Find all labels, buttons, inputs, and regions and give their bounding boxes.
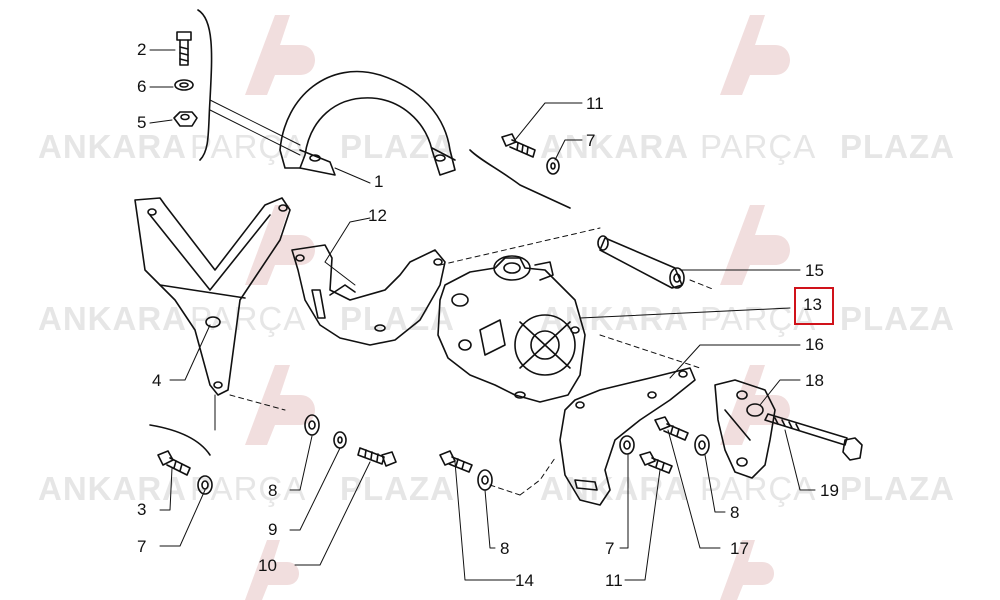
callout-10: 10 bbox=[258, 556, 277, 575]
part-11-bolt bbox=[501, 133, 536, 158]
watermark-logo-icon bbox=[245, 540, 299, 600]
watermark-logo-icon bbox=[245, 365, 315, 445]
part-4-washer bbox=[174, 79, 194, 91]
watermark-word: PLAZA bbox=[340, 300, 455, 337]
callout-4: 6 bbox=[137, 77, 147, 96]
part-7-washer bbox=[546, 157, 560, 175]
watermark-word: PARÇA bbox=[700, 300, 817, 337]
part-11b-bolt bbox=[639, 451, 673, 474]
watermark-logo-icon bbox=[245, 15, 315, 95]
part-13-pump bbox=[437, 255, 586, 403]
highlight-box bbox=[794, 287, 834, 325]
part-18-bracket bbox=[714, 379, 776, 479]
group-bracket-line bbox=[489, 484, 521, 496]
leader-line bbox=[209, 109, 301, 156]
callout-15: 15 bbox=[805, 261, 824, 280]
part-5-bracket bbox=[134, 197, 291, 396]
group-bracket-line bbox=[689, 279, 716, 291]
group-bracket-line bbox=[439, 227, 601, 266]
group-bracket-line bbox=[469, 149, 571, 209]
callout-7: 7 bbox=[137, 537, 147, 556]
callout-8: 8 bbox=[730, 503, 740, 522]
part-3-nut bbox=[173, 111, 198, 127]
part-8-washer bbox=[694, 434, 710, 456]
part-16-bracket bbox=[559, 367, 696, 506]
callout-2: 2 bbox=[137, 40, 147, 59]
callout-12: 12 bbox=[368, 206, 387, 225]
watermark-word: ANKARA bbox=[38, 128, 187, 165]
part-10-bolt bbox=[357, 447, 397, 467]
callout-13: 13 bbox=[803, 295, 822, 314]
leader-lines bbox=[149, 49, 816, 581]
watermark-word: ANKARA bbox=[540, 470, 689, 507]
callout-5: 4 bbox=[152, 371, 162, 390]
leader-line bbox=[209, 99, 301, 146]
callout-11: 11 bbox=[605, 571, 623, 590]
watermark-row: ANKARA PARÇA PLAZA ANKARA PARÇA PLAZA bbox=[0, 470, 1000, 510]
group-bracket-line bbox=[229, 394, 286, 411]
watermark-row: ANKARA PARÇA PLAZA ANKARA PARÇA PLAZA bbox=[0, 128, 1000, 168]
part-2-bolt bbox=[176, 31, 192, 66]
watermark-word: ANKARA bbox=[540, 128, 689, 165]
watermark-word: ANKARA bbox=[38, 300, 187, 337]
part-14-bolt bbox=[439, 450, 473, 473]
watermark-row: ANKARA PARÇA PLAZA ANKARA PARÇA PLAZA bbox=[0, 300, 1000, 340]
part-15-rod bbox=[597, 235, 685, 289]
part-12-bracket bbox=[291, 244, 446, 346]
callout-8: 8 bbox=[268, 481, 278, 500]
callout-14: 14 bbox=[515, 571, 534, 590]
callout-18: 18 bbox=[805, 371, 824, 390]
part-9-washer bbox=[333, 431, 347, 449]
watermark-word: PLAZA bbox=[840, 470, 955, 507]
callout-19: 19 bbox=[820, 481, 839, 500]
part-8-washer bbox=[304, 414, 320, 436]
callout-3: 5 bbox=[137, 113, 147, 132]
callout-7: 7 bbox=[605, 539, 615, 558]
group-bracket-line bbox=[197, 9, 213, 161]
part-7-washer bbox=[197, 475, 213, 495]
callout-17: 17 bbox=[730, 539, 749, 558]
callout-16: 16 bbox=[805, 335, 824, 354]
watermark-word: PARÇA bbox=[190, 470, 307, 507]
callout-11: 11 bbox=[586, 94, 604, 113]
watermark-word: PARÇA bbox=[190, 128, 307, 165]
group-bracket-line bbox=[599, 334, 701, 369]
watermark-word: PLAZA bbox=[840, 300, 955, 337]
callout-9: 9 bbox=[268, 520, 278, 539]
part-17-bolt bbox=[654, 416, 689, 441]
group-bracket-line bbox=[519, 457, 556, 496]
part-19-bolt bbox=[764, 413, 863, 461]
watermark-word: PLAZA bbox=[340, 470, 455, 507]
callout-8: 8 bbox=[500, 539, 510, 558]
watermark-logo-icon bbox=[720, 205, 790, 285]
watermark-word: ANKARA bbox=[38, 470, 187, 507]
part-8-washer bbox=[477, 469, 493, 491]
watermark-word: ANKARA bbox=[540, 300, 689, 337]
part-7-washer bbox=[619, 435, 635, 455]
watermark-word: PLAZA bbox=[840, 128, 955, 165]
group-bracket-line bbox=[149, 424, 211, 456]
callout-7: 7 bbox=[586, 131, 596, 150]
part-1-clamp bbox=[279, 70, 456, 176]
watermark-logo-icon bbox=[720, 15, 790, 95]
watermark-logo-icon bbox=[720, 540, 774, 600]
part-6-bolt bbox=[157, 450, 191, 476]
watermark-word: PARÇA bbox=[700, 128, 817, 165]
callout-6: 3 bbox=[137, 500, 147, 519]
callout-1: 1 bbox=[374, 172, 384, 191]
